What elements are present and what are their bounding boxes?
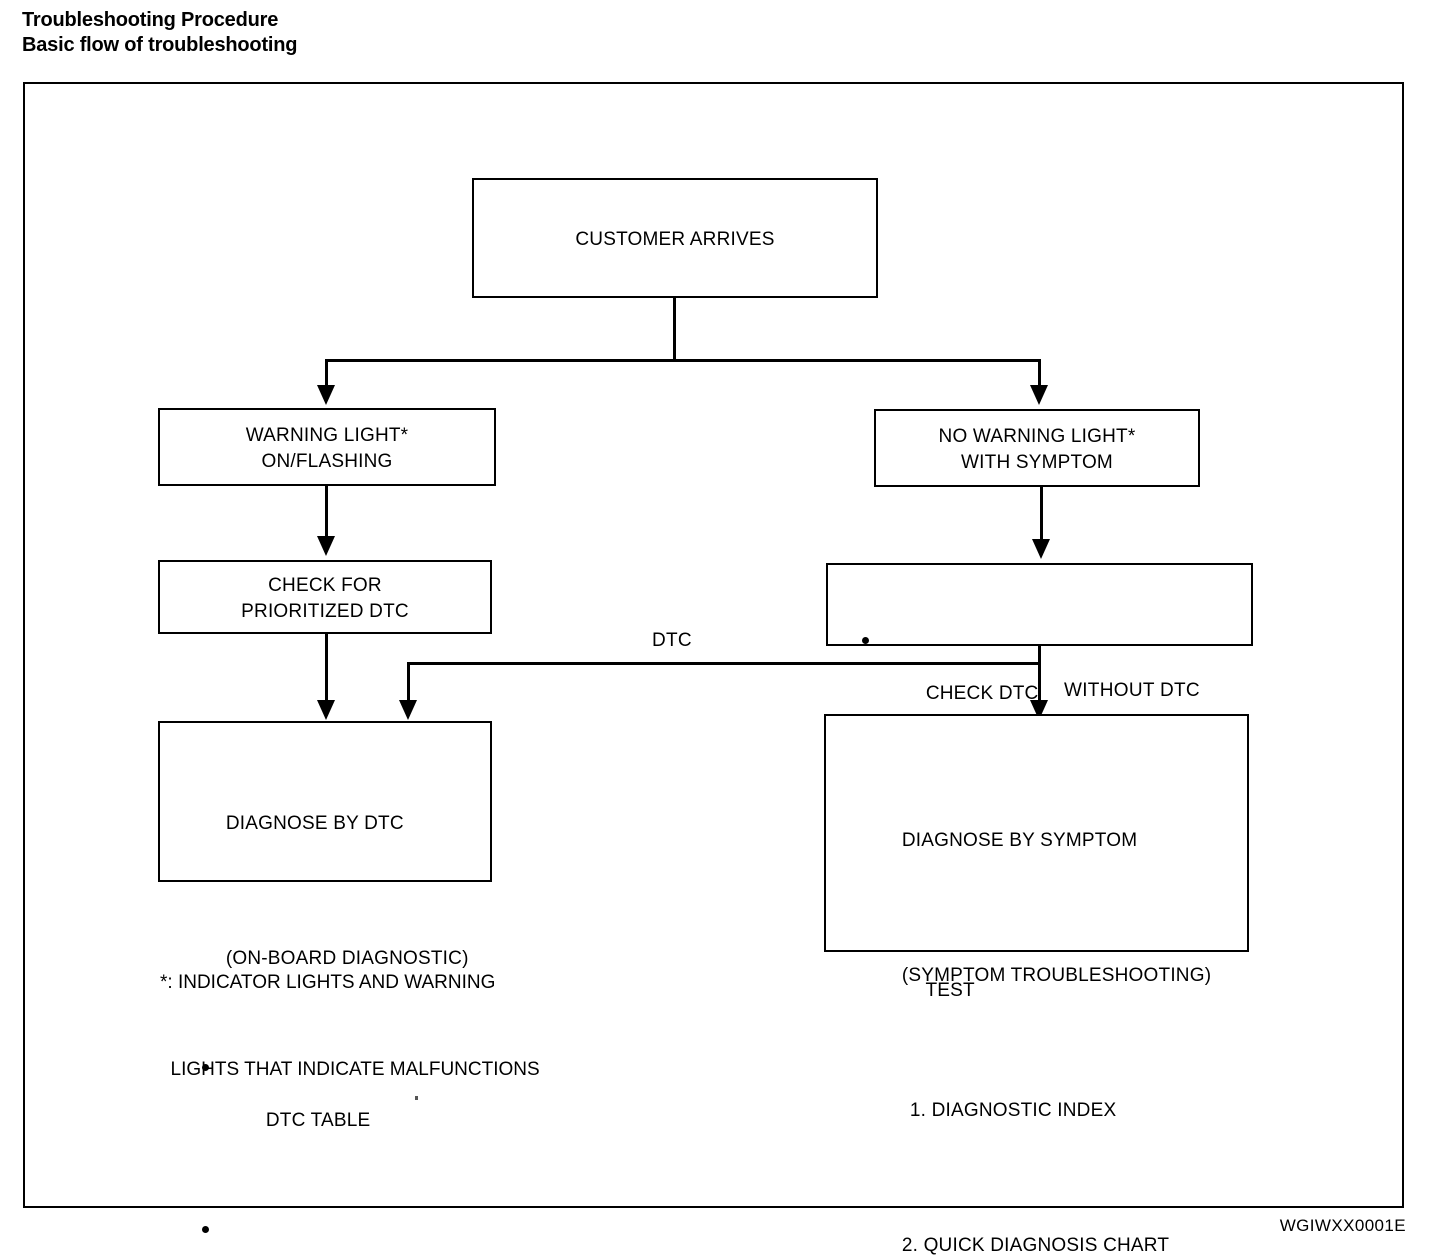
bullet-icon bbox=[202, 1064, 209, 1071]
document-code: WGIWXX0001E bbox=[1279, 1216, 1406, 1235]
node-check-dtc-tests[interactable]: CHECK DTC IGNITION ON TEST, IDLING TEST bbox=[826, 563, 1253, 1001]
arrow-to-warning-light bbox=[317, 385, 335, 405]
node-check-dtc-tests-item-2-text: TEST bbox=[925, 980, 975, 1001]
page-title-line-1: Troubleshooting Procedure bbox=[22, 9, 279, 31]
node-diagnose-by-symptom-item-1-text: (SYMPTOM TROUBLESHOOTING) bbox=[901, 965, 1212, 986]
node-diagnose-by-symptom-item-0-text: DIAGNOSE BY SYMPTOM bbox=[901, 830, 1138, 851]
node-diagnose-by-symptom-item-3-text: 2. QUICK DIAGNOSIS CHART bbox=[901, 1235, 1170, 1256]
node-diagnose-by-symptom[interactable]: DIAGNOSE BY SYMPTOM (SYMPTOM TROUBLESHOO… bbox=[824, 714, 1249, 1256]
connector-nowarning-to-checkdtc bbox=[1040, 487, 1043, 541]
node-diagnose-by-dtc-item-1: (ON-BOARD DIAGNOSTIC) bbox=[182, 918, 484, 999]
node-diagnose-by-dtc-body: DIAGNOSE BY DTC (ON-BOARD DIAGNOSTIC) DT… bbox=[182, 729, 484, 1258]
node-no-warning-light[interactable]: NO WARNING LIGHT* WITH SYMPTOM bbox=[874, 409, 1200, 487]
node-customer-arrives-label: CUSTOMER ARRIVES bbox=[575, 229, 775, 250]
node-diagnose-by-dtc-item-3: DTC bbox=[182, 1215, 484, 1258]
connector-customer-stem bbox=[673, 298, 676, 361]
bullet-icon bbox=[862, 637, 869, 644]
edge-label-without-dtc: WITHOUT DTC bbox=[1064, 680, 1200, 701]
arrow-check-to-diagnose-by-dtc bbox=[317, 700, 335, 720]
connector-split-bus bbox=[325, 359, 1041, 362]
connector-dtc-drop bbox=[407, 662, 410, 707]
node-diagnose-by-dtc[interactable]: DIAGNOSE BY DTC (ON-BOARD DIAGNOSTIC) DT… bbox=[158, 721, 492, 1233]
arrow-to-no-warning-light bbox=[1030, 385, 1048, 405]
node-no-warning-light-line-2: WITH SYMPTOM bbox=[961, 452, 1113, 473]
node-warning-light-on-line-1: WARNING LIGHT* bbox=[245, 425, 409, 446]
node-check-prioritized-dtc-line-1: CHECK FOR bbox=[268, 575, 382, 596]
connector-check-to-diagnose-dtc bbox=[325, 634, 328, 707]
node-diagnose-by-symptom-item-2: 1. DIAGNOSTIC INDEX bbox=[858, 1070, 1241, 1151]
node-diagnose-by-dtc-item-1-text: (ON-BOARD DIAGNOSTIC) bbox=[225, 948, 469, 969]
node-diagnose-by-symptom-item-2-text: 1. DIAGNOSTIC INDEX bbox=[909, 1100, 1117, 1121]
node-diagnose-by-symptom-body: DIAGNOSE BY SYMPTOM (SYMPTOM TROUBLESHOO… bbox=[858, 746, 1241, 1258]
node-warning-light-on[interactable]: WARNING LIGHT* ON/FLASHING bbox=[158, 408, 496, 486]
connector-dtc-stem bbox=[1038, 646, 1041, 664]
arrow-to-check-prioritized-dtc bbox=[317, 536, 335, 556]
node-no-warning-light-line-1: NO WARNING LIGHT* bbox=[938, 426, 1136, 447]
footnote-line-1: *: INDICATOR LIGHTS AND WARNING bbox=[160, 972, 496, 993]
page-title-line-2: Basic flow of troubleshooting bbox=[22, 34, 298, 56]
connector-dtc-horizontal bbox=[407, 662, 1041, 665]
arrow-dtc-to-diagnose-by-dtc bbox=[399, 700, 417, 720]
node-diagnose-by-dtc-item-0-text: DIAGNOSE BY DTC bbox=[225, 813, 404, 834]
diagram-frame bbox=[23, 82, 1404, 1208]
connector-warning-to-check bbox=[325, 486, 328, 538]
node-customer-arrives[interactable]: CUSTOMER ARRIVES bbox=[472, 178, 878, 298]
connector-without-dtc-drop bbox=[1038, 662, 1041, 707]
node-check-dtc-tests-item-0: CHECK DTC bbox=[856, 626, 1243, 734]
node-diagnose-by-symptom-item-0: DIAGNOSE BY SYMPTOM bbox=[858, 800, 1241, 881]
scan-artifact-speck bbox=[415, 1096, 418, 1100]
node-diagnose-by-symptom-item-3: 2. QUICK DIAGNOSIS CHART bbox=[858, 1205, 1241, 1258]
node-diagnose-by-symptom-item-1: (SYMPTOM TROUBLESHOOTING) bbox=[858, 935, 1241, 1016]
connector-right-drop bbox=[1038, 359, 1041, 387]
page-title: Troubleshooting Procedure Basic flow of … bbox=[22, 8, 722, 58]
edge-label-dtc: DTC bbox=[652, 630, 692, 651]
node-check-prioritized-dtc-line-2: PRIORITIZED DTC bbox=[241, 601, 409, 622]
bullet-icon bbox=[202, 1226, 209, 1233]
footnote-line-2: LIGHTS THAT INDICATE MALFUNCTIONS bbox=[160, 1059, 540, 1080]
connector-left-drop bbox=[325, 359, 328, 387]
node-diagnose-by-dtc-item-0: DIAGNOSE BY DTC bbox=[182, 783, 484, 864]
footnote: *: INDICATOR LIGHTS AND WARNING LIGHTS T… bbox=[160, 910, 540, 1142]
node-check-prioritized-dtc[interactable]: CHECK FOR PRIORITIZED DTC bbox=[158, 560, 492, 634]
node-diagnose-by-dtc-item-2-text: DTC TABLE bbox=[265, 1110, 371, 1131]
node-check-dtc-tests-item-2: TEST bbox=[856, 950, 1243, 1031]
node-check-dtc-tests-item-0-text: CHECK DTC bbox=[925, 683, 1039, 704]
arrow-to-check-dtc-tests bbox=[1032, 539, 1050, 559]
node-warning-light-on-line-2: ON/FLASHING bbox=[261, 451, 393, 472]
node-diagnose-by-dtc-item-2: DTC TABLE bbox=[182, 1053, 484, 1161]
